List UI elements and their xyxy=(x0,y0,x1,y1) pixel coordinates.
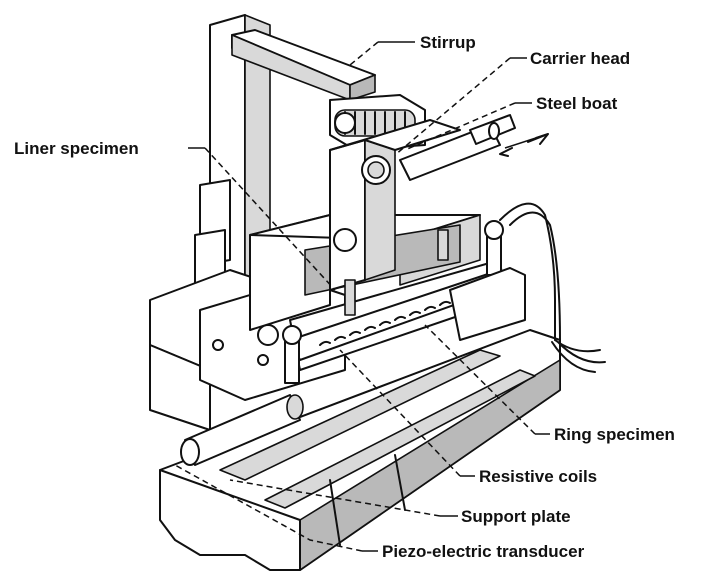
label-steel-boat: Steel boat xyxy=(536,94,618,113)
label-piezo-transducer: Piezo-electric transducer xyxy=(382,542,585,561)
steel-boat xyxy=(399,114,549,181)
left-housing xyxy=(149,179,346,431)
clamp-screws xyxy=(282,220,504,384)
support-plate xyxy=(159,329,561,571)
label-carrier-head: Carrier head xyxy=(530,49,630,68)
label-resistive-coils: Resistive coils xyxy=(479,467,597,486)
label-liner-specimen: Liner specimen xyxy=(14,139,139,158)
piezo-transducer xyxy=(180,394,304,466)
label-ring-specimen: Ring specimen xyxy=(554,425,675,444)
leader-lines xyxy=(174,41,550,552)
right-block xyxy=(449,202,606,373)
label-support-plate: Support plate xyxy=(461,507,571,526)
carrier-head xyxy=(329,119,461,291)
label-stirrup: Stirrup xyxy=(420,33,476,52)
